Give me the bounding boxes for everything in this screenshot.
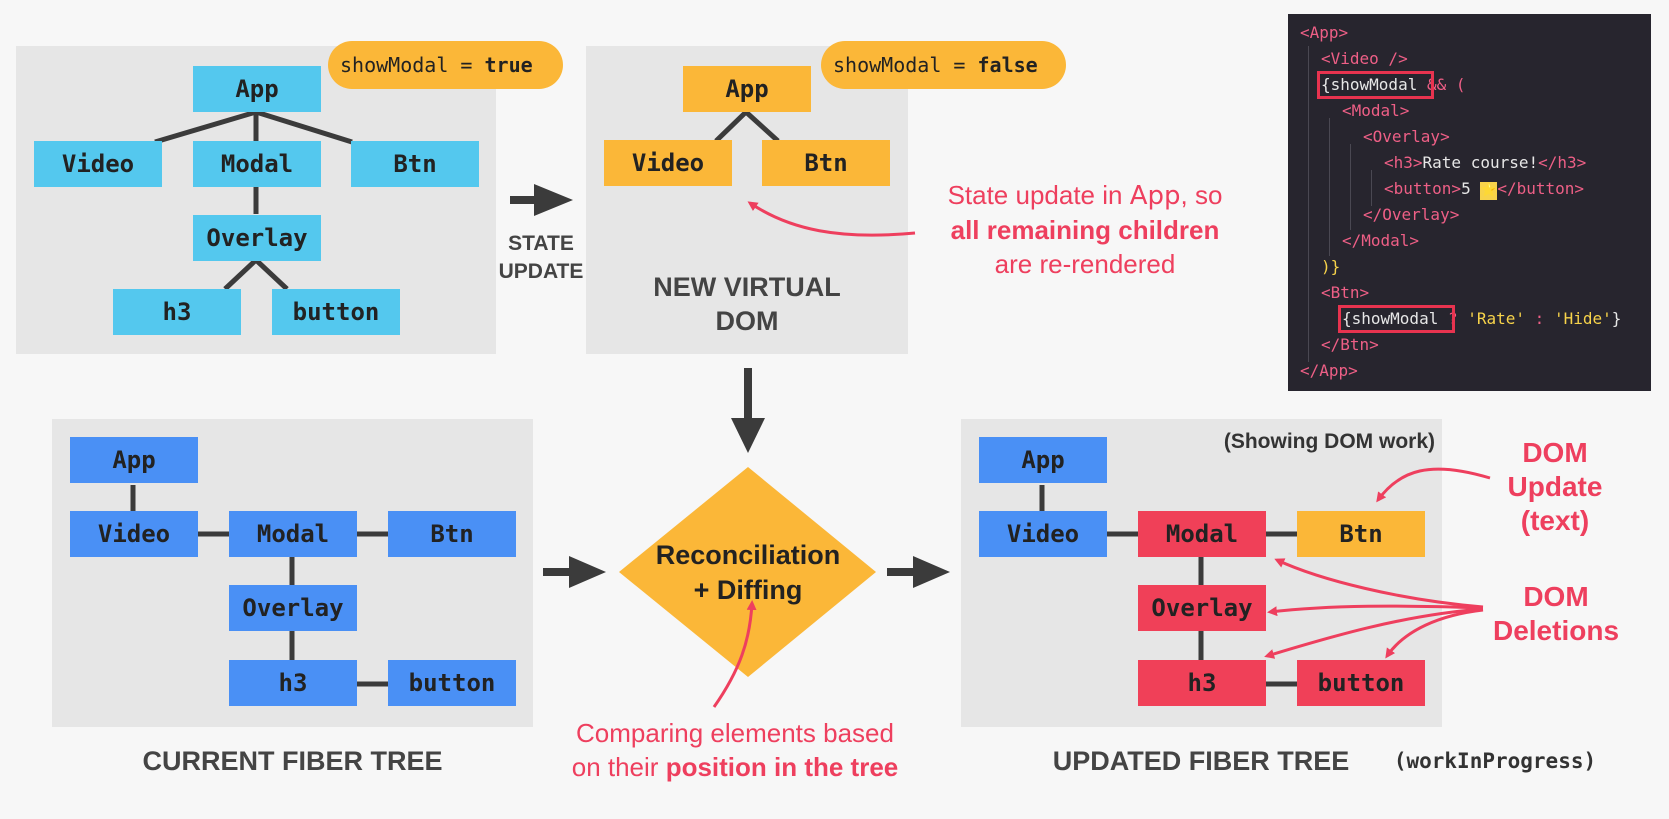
- indent-guide: [1350, 144, 1351, 230]
- code-line-7: <button>5 ⭐</button>: [1384, 179, 1585, 200]
- updated-fiber-overlay-node: Overlay: [1138, 585, 1266, 631]
- current-fiber-modal-node: Modal: [229, 511, 357, 557]
- badge-value: false: [977, 53, 1038, 77]
- state-update-line2: UPDATE: [498, 260, 584, 283]
- updated-fiber-label: UPDATED FIBER TREE: [1052, 746, 1350, 776]
- code-line-1: <App>: [1300, 23, 1349, 42]
- old-vdom-modal-node: Modal: [193, 141, 321, 187]
- code-panel: <App> <Video /> {showModal && ( <Modal> …: [1288, 14, 1651, 391]
- updated-fiber-modal-node: Modal: [1138, 511, 1266, 557]
- dom-deletions-line1: DOM: [1523, 581, 1589, 612]
- dom-update-line3: (text): [1520, 505, 1590, 536]
- comparing-line1: Comparing elements based: [576, 718, 894, 748]
- indent-guide: [1308, 46, 1309, 362]
- rerender-line1-a: State update in: [947, 180, 1130, 210]
- old-vdom-h3-node: h3: [113, 289, 241, 335]
- rerender-app-word: App: [1129, 181, 1181, 211]
- comparing-line2-b: position in the tree: [665, 752, 899, 782]
- new-vdom-label-line2: DOM: [715, 306, 779, 336]
- star-icon: ⭐: [1480, 182, 1498, 200]
- rerender-line1-c: , so: [1180, 180, 1223, 210]
- new-vdom-app-node: App: [683, 66, 811, 112]
- updated-fiber-button-node: button: [1297, 660, 1425, 706]
- current-fiber-btn-node: Btn: [388, 511, 516, 557]
- reconciliation-line1: Reconciliation: [655, 540, 841, 570]
- comparing-line2-a: on their: [571, 752, 666, 782]
- new-vdom-label: NEW VIRTUAL DOM: [586, 270, 908, 338]
- dom-update-note: DOM Update (text): [1480, 436, 1630, 538]
- show-modal-true-badge: showModal = true: [328, 41, 563, 89]
- code-line-5: <Overlay>: [1363, 127, 1450, 146]
- show-modal-highlight-2: {showModal: [1342, 309, 1439, 328]
- dom-update-line2: Update: [1507, 471, 1603, 502]
- code-line-9: </Modal>: [1342, 231, 1420, 250]
- current-fiber-button-node: button: [388, 660, 516, 706]
- work-in-progress-label: (workInProgress): [1393, 749, 1597, 773]
- old-vdom-overlay-node: Overlay: [193, 215, 321, 261]
- comparing-note: Comparing elements based on their positi…: [545, 716, 925, 784]
- reconciliation-label: Reconciliation + Diffing: [619, 538, 877, 608]
- current-fiber-video-node: Video: [70, 511, 198, 557]
- current-fiber-label: CURRENT FIBER TREE: [142, 746, 443, 776]
- show-modal-highlight-1: {showModal: [1321, 75, 1418, 94]
- code-line-10: )}: [1321, 257, 1341, 276]
- dom-work-note: (Showing DOM work): [1223, 430, 1435, 453]
- code-line-6: <h3>Rate course!</h3>: [1384, 153, 1587, 172]
- rerender-line3: are re-rendered: [994, 249, 1176, 279]
- badge-var: showModal: [340, 53, 449, 77]
- code-line-4: <Modal>: [1342, 101, 1410, 120]
- new-vdom-btn-node: Btn: [762, 140, 890, 186]
- badge-var: showModal: [833, 53, 942, 77]
- new-vdom-video-node: Video: [604, 140, 732, 186]
- updated-fiber-app-node: App: [979, 437, 1107, 483]
- indent-guide: [1329, 118, 1330, 256]
- updated-fiber-video-node: Video: [979, 511, 1107, 557]
- new-vdom-label-line1: NEW VIRTUAL: [653, 272, 841, 302]
- show-modal-false-badge: showModal = false: [821, 41, 1066, 89]
- state-update-label: STATE UPDATE: [494, 230, 588, 286]
- code-line-14: </App>: [1300, 361, 1358, 380]
- code-line-2: <Video />: [1321, 49, 1408, 68]
- badge-value: true: [484, 53, 533, 77]
- code-line-13: </Btn>: [1321, 335, 1379, 354]
- rerender-note: State update in App, so all remaining ch…: [910, 178, 1260, 281]
- dom-deletions-note: DOM Deletions: [1476, 580, 1636, 648]
- state-update-line1: STATE: [508, 232, 574, 255]
- show-modal-highlight-box-1: [1317, 71, 1434, 99]
- updated-fiber-btn-node: Btn: [1297, 511, 1425, 557]
- reconciliation-line2: + Diffing: [693, 575, 803, 605]
- updated-fiber-h3-node: h3: [1138, 660, 1266, 706]
- old-vdom-app-node: App: [193, 66, 321, 112]
- old-vdom-video-node: Video: [34, 141, 162, 187]
- current-fiber-overlay-node: Overlay: [229, 585, 357, 631]
- rerender-line2: all remaining children: [950, 215, 1220, 245]
- code-line-12: {showModal ? 'Rate' : 'Hide'}: [1342, 309, 1622, 328]
- show-modal-highlight-box-2: [1338, 305, 1455, 333]
- reconciliation-diamond: [619, 467, 876, 677]
- code-line-8: </Overlay>: [1363, 205, 1460, 224]
- badge-op: =: [941, 53, 978, 77]
- dom-deletions-line2: Deletions: [1492, 615, 1620, 646]
- current-fiber-app-node: App: [70, 437, 198, 483]
- old-vdom-btn-node: Btn: [351, 141, 479, 187]
- old-vdom-button-node: button: [272, 289, 400, 335]
- badge-op: =: [448, 53, 485, 77]
- dom-update-line1: DOM: [1522, 437, 1588, 468]
- code-line-11: <Btn>: [1321, 283, 1370, 302]
- indent-guide: [1371, 170, 1372, 206]
- current-fiber-h3-node: h3: [229, 660, 357, 706]
